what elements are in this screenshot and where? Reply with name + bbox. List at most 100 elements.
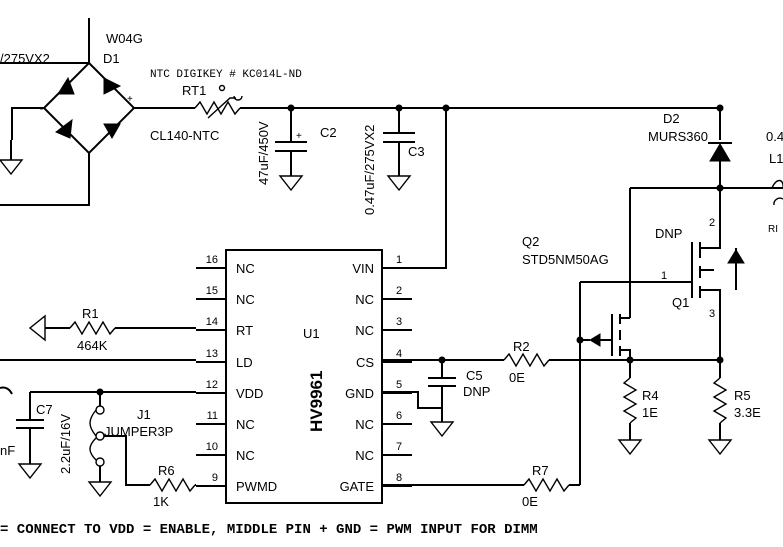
r2-ref-label: R2 bbox=[513, 339, 530, 354]
l1-coil-partial bbox=[771, 179, 783, 189]
u1-pin-left-name: NC bbox=[236, 261, 255, 276]
junction-dot-r5 bbox=[716, 356, 724, 364]
c3-value-label: 0.47uF/275VX2 bbox=[362, 125, 377, 215]
u1-pin-right-6: 6NC bbox=[355, 410, 412, 432]
q1-mosfet bbox=[632, 230, 745, 370]
rt1-dot bbox=[218, 84, 226, 92]
ground-symbol-r1 bbox=[28, 314, 46, 342]
c5-capacitor bbox=[428, 360, 456, 438]
r6-ref-label: R6 bbox=[158, 463, 175, 478]
bridge-diode-3 bbox=[55, 118, 73, 139]
r1-ref-label: R1 bbox=[82, 306, 99, 321]
r2-resistor bbox=[503, 352, 550, 368]
u1-pin-right-number: 1 bbox=[396, 254, 402, 266]
r7-value-label: 0E bbox=[522, 494, 538, 509]
j1-pin-2 bbox=[95, 431, 105, 441]
u1-pin-right-number: 5 bbox=[396, 379, 402, 391]
l1-coil-partial-2 bbox=[773, 197, 783, 206]
u1-pin-right-name: NC bbox=[355, 448, 374, 463]
u1-pin-left-name: RT bbox=[236, 323, 253, 338]
u1-pin-right-number: 4 bbox=[396, 348, 402, 360]
u1-pin-left-number: 14 bbox=[206, 316, 218, 328]
bridge-outline bbox=[42, 61, 136, 155]
ground-symbol-c2 bbox=[278, 175, 304, 192]
ground-symbol-c7 bbox=[17, 463, 43, 480]
r5-resistor bbox=[712, 377, 728, 424]
c2-value-label: 47uF/450V bbox=[256, 121, 271, 185]
wire-bridge-minus bbox=[11, 107, 44, 140]
rt1-label: RT1 bbox=[182, 83, 206, 98]
u1-ref-label: U1 bbox=[303, 326, 320, 341]
u1-pin-right-3: 3NC bbox=[355, 316, 412, 338]
w04g-label: W04G bbox=[106, 31, 143, 46]
q2-mosfet bbox=[576, 188, 632, 485]
u1-pin-right-number: 8 bbox=[396, 472, 402, 484]
u1-pin-right-name: VIN bbox=[352, 261, 374, 276]
r4-value-label: 1E bbox=[642, 405, 658, 420]
junction-dot-vin bbox=[442, 104, 450, 112]
ntc-note-label: NTC DIGIKEY # KC014L-ND bbox=[150, 69, 302, 81]
q1-pin1-label: 1 bbox=[661, 270, 667, 282]
j1-jumper bbox=[87, 392, 150, 498]
d2-diode bbox=[709, 143, 731, 162]
nf-partial-label: nF bbox=[0, 443, 15, 458]
bridge-diode-1 bbox=[57, 76, 75, 95]
wire-ac-in-2 bbox=[0, 153, 90, 206]
j1-bracket-1 bbox=[89, 409, 97, 437]
u1-pin-left-number: 16 bbox=[206, 254, 218, 266]
u1-pin-right-name: GATE bbox=[340, 479, 375, 494]
ground-symbol-bridge bbox=[0, 159, 24, 176]
ground-symbol-r5 bbox=[707, 439, 733, 456]
u1-pin-right-number: 2 bbox=[396, 285, 402, 297]
u1-pin-left-number: 15 bbox=[206, 285, 218, 297]
j1-pin-3 bbox=[95, 457, 105, 467]
u1-pin-right-2: 2NC bbox=[355, 285, 412, 307]
r5-value-label: 3.3E bbox=[734, 405, 761, 420]
r6-value-label: 1K bbox=[153, 494, 169, 509]
u1-pin-left-number: 13 bbox=[206, 348, 218, 360]
q1-pin2-label: 2 bbox=[709, 217, 715, 229]
c2-ref-label: C2 bbox=[320, 125, 337, 140]
u1-pin-left-name: NC bbox=[236, 448, 255, 463]
u1-pin-right-name: CS bbox=[356, 355, 374, 370]
l1-ref-partial-label: L1 bbox=[769, 151, 783, 166]
c2-plus-label: + bbox=[296, 131, 302, 142]
u1-pin-left-number: 10 bbox=[206, 441, 218, 453]
c7-ref-label: C7 bbox=[36, 402, 53, 417]
l1-value-partial-label: 0.4 bbox=[766, 129, 783, 144]
ri-partial-label: RI bbox=[768, 224, 778, 235]
q1-dnp-label: DNP bbox=[655, 226, 682, 241]
q1-drain-wire bbox=[700, 230, 721, 249]
q2-value-label: STD5NM50AG bbox=[522, 252, 609, 267]
q2-arrow bbox=[589, 333, 601, 347]
u1-pin-right-7: 7NC bbox=[355, 441, 412, 463]
c5-value-label: DNP bbox=[463, 384, 490, 399]
j1-ref-label: J1 bbox=[137, 407, 151, 422]
wire-c7-partial bbox=[0, 386, 13, 395]
r1-resistor bbox=[69, 320, 116, 336]
cl140-label: CL140-NTC bbox=[150, 128, 219, 143]
bridge-diode-2 bbox=[103, 77, 122, 95]
ground-symbol-j1 bbox=[87, 481, 113, 498]
u1-pin-left-number: 12 bbox=[206, 379, 218, 391]
u1-part-label: HV9961 bbox=[307, 371, 326, 432]
j1-pin-1 bbox=[95, 405, 105, 415]
bridge-plus-label: + bbox=[127, 94, 133, 105]
r5-ref-label: R5 bbox=[734, 388, 751, 403]
u1-pin-right-name: NC bbox=[355, 417, 374, 432]
junction-dot-gate bbox=[576, 336, 584, 344]
bridge-diode-4 bbox=[103, 123, 121, 140]
q1-pin3-label: 3 bbox=[709, 308, 715, 320]
u1-pin-left-name: NC bbox=[236, 292, 255, 307]
d2-ref-label: D2 bbox=[663, 111, 680, 126]
r1-value-label: 464K bbox=[77, 338, 108, 353]
